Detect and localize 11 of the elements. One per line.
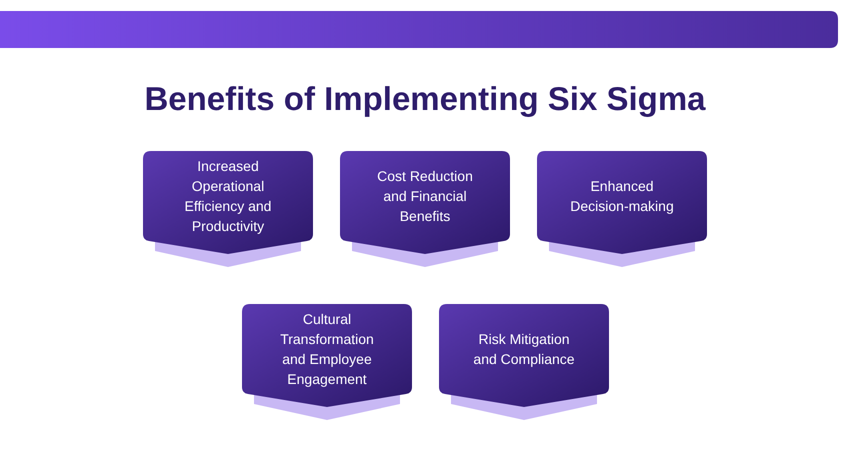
card-label: Cost Reduction and Financial Benefits xyxy=(376,166,474,226)
pentagon-card xyxy=(439,304,609,421)
card-label: Cultural Transformation and Employee Engagement xyxy=(279,310,375,388)
pentagon-card xyxy=(537,151,707,268)
pentagon-card xyxy=(242,304,412,421)
title: Benefits of Implementing Six Sigma xyxy=(143,79,707,119)
pentagon-card xyxy=(143,151,313,268)
card-label: Increased Operational Efficiency and Productivity xyxy=(184,156,272,236)
card-label: Enhanced Decision-making xyxy=(569,176,675,216)
pentagon-card xyxy=(340,151,510,268)
card-label: Risk Mitigation and Compliance xyxy=(472,330,576,368)
